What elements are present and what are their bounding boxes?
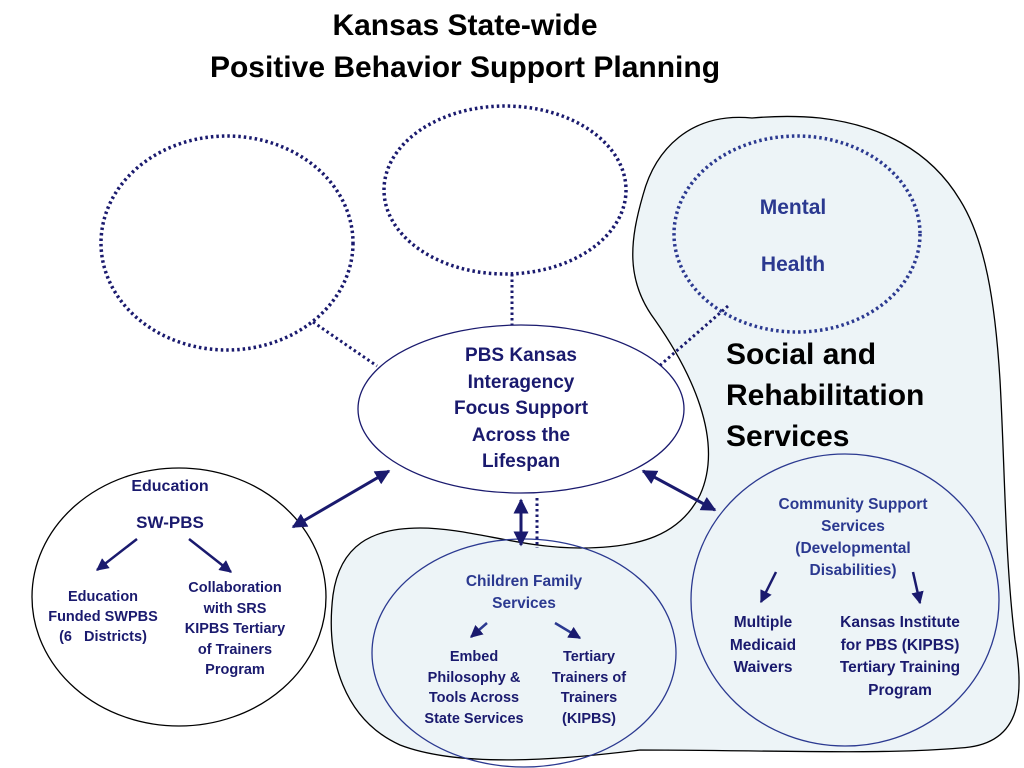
arrow-education-left <box>96 538 138 571</box>
community-support-left-line3: Waivers <box>733 659 793 676</box>
hub-line4: Across the <box>471 424 571 446</box>
connector-mental-health <box>656 304 729 370</box>
education-left-line3: (6 Districts) <box>59 629 147 645</box>
community-support-right-line1: Kansas Institute <box>840 614 960 631</box>
community-support-title-line1: Community Support <box>778 496 928 513</box>
arrow-hub-community <box>641 469 717 512</box>
hub-line5: Lifespan <box>481 451 561 472</box>
children-family-left-label: Embed Philosophy & Tools Across State Se… <box>404 647 544 729</box>
children-family-right-line4: (KIPBS) <box>562 710 616 727</box>
community-support-circle <box>690 453 1000 747</box>
arrow-education-right <box>188 538 232 573</box>
children-family-title: Children Family Services <box>434 571 614 615</box>
srs-title: Social and Rehabilitation Services <box>726 334 986 457</box>
srs-title-line3: Services <box>726 420 850 453</box>
arrow-community-right <box>911 571 924 605</box>
education-subtitle: SW-PBS <box>136 513 204 532</box>
children-family-title-line2: Services <box>492 595 556 612</box>
connector-left-circle <box>312 320 378 368</box>
children-family-left-line4: State Services <box>424 710 524 727</box>
children-family-right-line3: Trainers <box>560 690 618 706</box>
arrow-community-left <box>759 571 778 604</box>
hub-label: PBS Kansas Interagency Focus Support Acr… <box>421 343 621 476</box>
mental-health-line1: Mental <box>759 196 827 219</box>
community-support-title: Community Support Services (Developmenta… <box>753 494 953 582</box>
community-support-right-label: Kansas Institute for PBS (KIPBS) Tertiar… <box>815 612 985 702</box>
community-support-left-label: Multiple Medicaid Waivers <box>713 612 813 680</box>
arrow-hub-education <box>291 469 391 529</box>
children-family-right-label: Tertiary Trainers of Trainers (KIPBS) <box>534 647 644 729</box>
children-family-left-line2: Philosophy & <box>427 669 521 686</box>
page-title-line2: Positive Behavior Support Planning <box>209 51 721 84</box>
education-right-line4: of Trainers <box>197 641 273 658</box>
community-support-right-line4: Program <box>868 681 932 699</box>
community-support-left-line2: Medicaid <box>729 636 797 654</box>
hub-line2: Interagency <box>467 371 575 393</box>
arrow-children-left <box>470 622 488 638</box>
education-right-line2: with SRS <box>203 600 267 617</box>
education-left-line1: Education <box>67 589 139 605</box>
empty-dotted-circle-center <box>382 104 628 276</box>
education-title: Education <box>131 478 209 495</box>
srs-region-shape <box>330 115 1020 761</box>
hub-line1: PBS Kansas <box>465 345 577 366</box>
mental-health-circle <box>672 134 922 334</box>
education-right-line5: Program <box>205 662 265 678</box>
community-support-right-line3: Tertiary Training <box>839 659 961 676</box>
srs-title-line2: Rehabilitation <box>726 379 925 412</box>
mental-health-line2: Health <box>760 253 826 276</box>
education-right-line3: KIPBS Tertiary <box>184 621 286 637</box>
children-family-left-line1: Embed <box>449 649 499 665</box>
community-support-right-line2: for PBS (KIPBS) <box>840 636 960 654</box>
community-support-title-line2: Services <box>821 518 885 535</box>
children-family-right-line1: Tertiary <box>562 649 616 665</box>
empty-dotted-circle-left <box>99 134 355 352</box>
education-right-label: Collaboration with SRS KIPBS Tertiary of… <box>165 578 305 681</box>
community-support-title-line3: (Developmental <box>795 540 911 557</box>
srs-title-line1: Social and <box>726 338 877 371</box>
education-left-label: Education Funded SWPBS (6 Districts) <box>33 587 173 647</box>
children-family-title-line1: Children Family <box>465 573 583 590</box>
children-family-right-line2: Trainers of <box>551 669 627 686</box>
page-title-line1: Kansas State-wide <box>332 9 598 42</box>
community-support-title-line4: Disabilities) <box>809 562 897 579</box>
hub-line3: Focus Support <box>453 398 589 419</box>
education-left-line2: Funded SWPBS <box>48 609 158 625</box>
mental-health-label: Mental Health <box>737 196 849 277</box>
children-family-left-line3: Tools Across <box>428 690 520 706</box>
hub-ellipse <box>357 324 685 494</box>
arrow-children-right <box>554 621 582 640</box>
education-circle <box>31 467 327 727</box>
community-support-left-line1: Multiple <box>733 614 793 631</box>
education-right-line1: Collaboration <box>188 580 282 596</box>
